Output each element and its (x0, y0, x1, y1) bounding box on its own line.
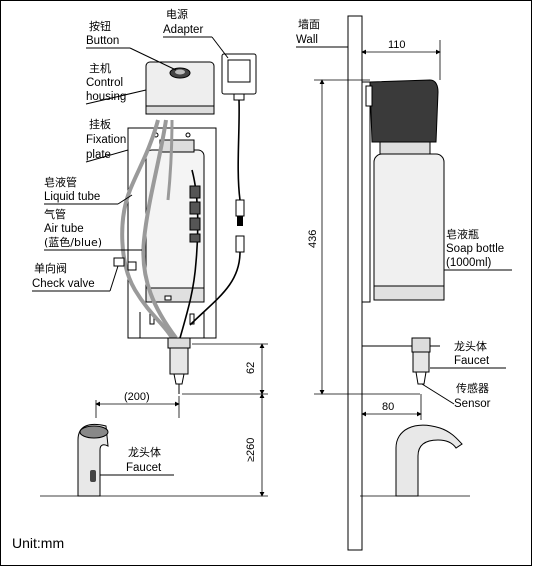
sensor-label-en: Sensor (454, 398, 491, 410)
wall-label-en: Wall (296, 34, 318, 46)
faucet-right (411, 337, 431, 353)
liquid-tube (120, 119, 174, 340)
front-view (77, 53, 257, 497)
dim-80: 80 (382, 401, 394, 413)
liquid-label-en: Liquid tube (44, 191, 100, 203)
bottle-label-cn: 皂液瓶 (446, 227, 479, 241)
housing-label-cn: 主机 (89, 61, 111, 75)
side-dimensions: 110 436 80 (307, 39, 441, 420)
bottle-label-en: Soap bottle (446, 243, 504, 255)
soap-bottle (373, 153, 445, 301)
faucet-left-label-en: Faucet (126, 462, 162, 474)
adapter-label-cn: 电源 (166, 7, 188, 21)
air-tube (141, 119, 178, 340)
housing-label-en1: Control (86, 77, 123, 89)
check-valve (113, 257, 125, 267)
dim-200: (200) (124, 391, 150, 403)
bottle-label-vol: (1000ml) (446, 257, 492, 269)
wall (347, 15, 363, 551)
button-label-en: Button (86, 35, 119, 47)
dim-110: 110 (388, 39, 406, 51)
air-label-en2: (蓝色/blue) (44, 235, 102, 249)
front-labels: 按钮 Button 电源 Adapter 主机 Control housing … (32, 7, 229, 292)
adapter-label-en: Adapter (163, 24, 203, 36)
faucet-left-label-cn: 龙头体 (128, 445, 161, 459)
button-label-cn: 按钮 (89, 19, 111, 33)
dim-436: 436 (307, 230, 319, 248)
dim-62: 62 (245, 362, 257, 374)
check-label-cn: 单向阀 (34, 261, 67, 275)
dim-260: ≥260 (245, 438, 257, 462)
plate-label-en1: Fixation (86, 134, 126, 146)
unit-label: Unit:mm (12, 535, 65, 551)
air-label-cn: 气管 (44, 207, 66, 221)
faucet-right-label-en: Faucet (454, 355, 490, 367)
faucet-right-label-cn: 龙头体 (454, 339, 487, 353)
plate-label-cn: 挂板 (89, 117, 111, 131)
housing-label-en2: housing (86, 91, 126, 103)
wall-label-cn: 墙面 (298, 17, 320, 31)
plate-label-en2: plate (86, 149, 111, 161)
control-housing-side (369, 79, 439, 143)
liquid-label-cn: 皂液管 (44, 175, 77, 189)
sensor-label-cn: 传感器 (456, 382, 489, 395)
front-dimensions: 62 ≥260 (200) 龙头体 Faucet (40, 343, 268, 497)
check-label-en: Check valve (32, 278, 95, 290)
air-label-en1: Air tube (44, 223, 84, 235)
side-labels: 墙面 Wall 皂液瓶 Soap bottle (1000ml) 龙头体 Fau… (296, 17, 512, 410)
side-view (347, 15, 470, 551)
